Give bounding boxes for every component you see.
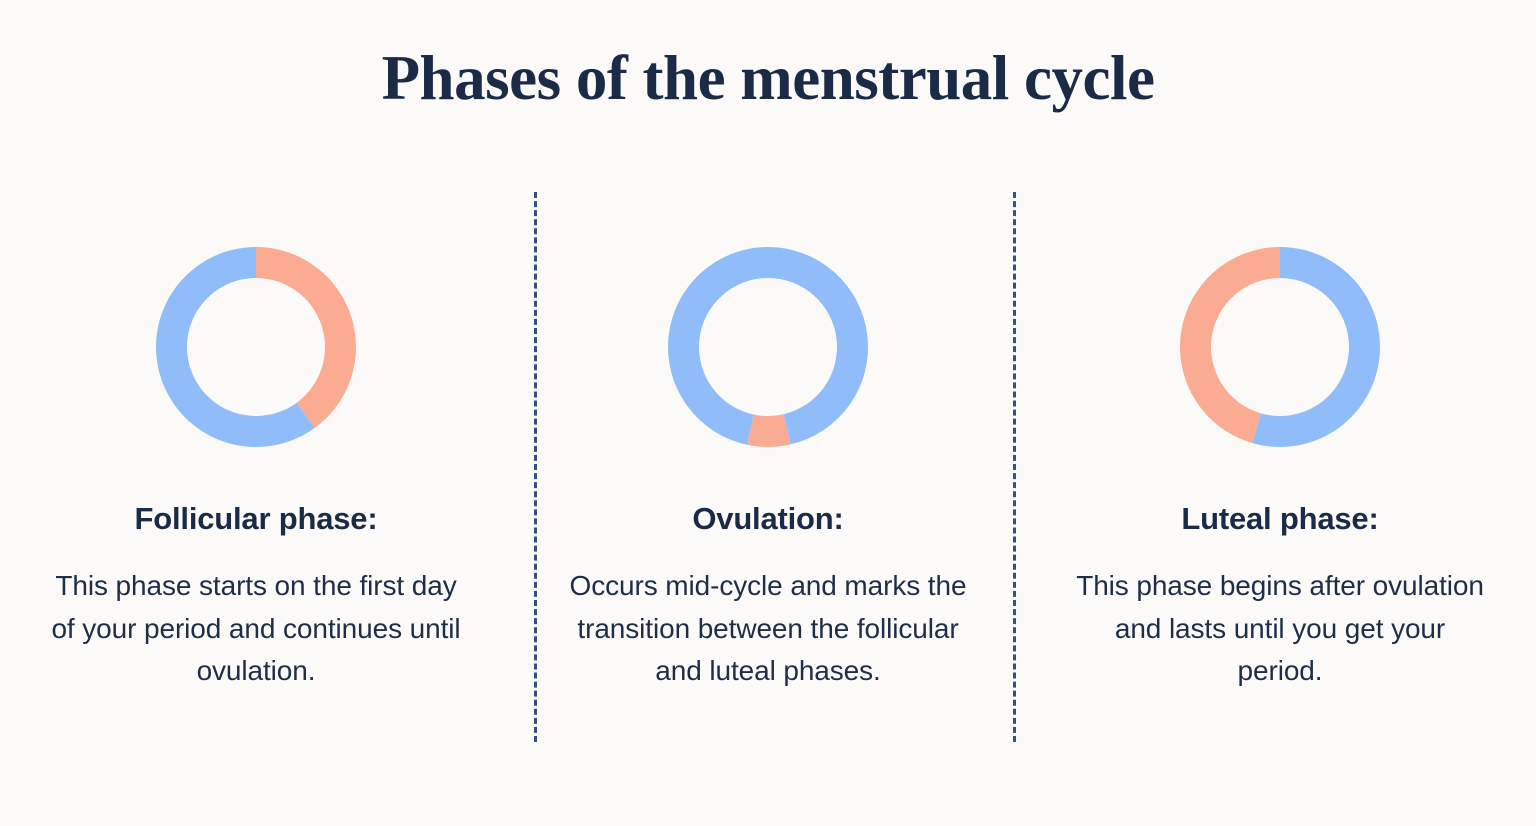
- donut-chart-luteal: [1179, 246, 1381, 448]
- donut-segments: [667, 247, 868, 448]
- donut-chart-follicular-svg: [156, 247, 357, 447]
- phase-description-luteal: This phase begins after ovulation and la…: [1076, 570, 1484, 687]
- donut-segment: [1180, 247, 1280, 444]
- column-divider-1: [534, 192, 537, 742]
- phase-column-luteal: Luteal phase: This phase begins after ov…: [1024, 190, 1536, 693]
- donut-segment: [667, 247, 768, 445]
- phase-description-follicular: This phase starts on the first day of yo…: [51, 570, 461, 687]
- donut-segment: [256, 247, 357, 428]
- donut-chart-follicular: [155, 246, 357, 448]
- phase-description-ovulation: Occurs mid-cycle and marks the transitio…: [569, 570, 967, 687]
- donut-chart-luteal-svg: [1180, 247, 1381, 447]
- donut-segments: [1180, 247, 1381, 447]
- donut-chart-ovulation: [667, 246, 869, 448]
- donut-segment: [156, 247, 315, 447]
- page-title: Phases of the menstrual cycle: [381, 43, 1155, 113]
- donut-segment: [768, 247, 868, 445]
- phase-heading-ovulation: Ovulation:: [692, 501, 844, 536]
- donut-segment: [747, 414, 791, 448]
- donut-chart-ovulation-svg: [667, 247, 868, 448]
- phase-heading-luteal: Luteal phase:: [1181, 501, 1379, 536]
- donut-segment: [1252, 247, 1381, 447]
- donut-segments: [156, 247, 357, 447]
- column-divider-2: [1013, 192, 1016, 742]
- phase-heading-follicular: Follicular phase:: [134, 501, 378, 536]
- phase-column-follicular: Follicular phase: This phase starts on t…: [0, 190, 512, 693]
- phase-columns: Follicular phase: This phase starts on t…: [0, 190, 1536, 693]
- phase-column-ovulation: Ovulation: Occurs mid-cycle and marks th…: [512, 190, 1024, 693]
